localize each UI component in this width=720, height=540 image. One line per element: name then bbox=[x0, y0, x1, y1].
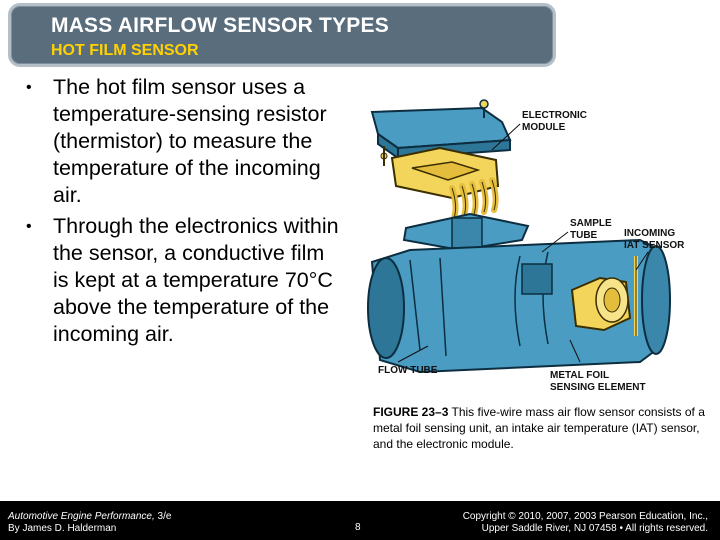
mass-airflow-sensor-illustration: ELECTRONIC MODULE SAMPLE TUBE INCOMING I… bbox=[367, 99, 685, 393]
label-metal-foil-line2: SENSING ELEMENT bbox=[550, 382, 646, 393]
copyright-line2: Upper Saddle River, NJ 07458 • All right… bbox=[481, 523, 708, 534]
leader-lines bbox=[397, 123, 649, 363]
page-number: 8 bbox=[355, 522, 361, 533]
footer-author: By James D. Halderman bbox=[8, 523, 117, 534]
figure-caption: FIGURE 23–3 This five-wire mass air flow… bbox=[373, 404, 707, 452]
flow-tube-body bbox=[367, 238, 671, 374]
footer-copyright: Copyright © 2010, 2007, 2003 Pearson Edu… bbox=[463, 511, 708, 535]
bullet-item: • The hot film sensor uses a temperature-… bbox=[22, 74, 342, 209]
label-sample-tube-line1: SAMPLE bbox=[570, 218, 612, 229]
figure-number: FIGURE 23–3 bbox=[373, 405, 449, 419]
bullet-dot-icon: • bbox=[26, 218, 32, 235]
label-sample-tube-line2: TUBE bbox=[570, 230, 598, 241]
label-metal-foil-line1: METAL FOIL bbox=[550, 370, 609, 381]
footer-edition: 3/e bbox=[154, 511, 172, 522]
label-flow-tube: FLOW TUBE bbox=[378, 365, 438, 376]
figure-caption-text: This five-wire mass air flow sensor cons… bbox=[373, 405, 705, 451]
footer-book-title: Automotive Engine Performance, bbox=[8, 511, 155, 522]
label-iat-line2: IAT SENSOR bbox=[624, 240, 685, 251]
electronic-module-board bbox=[380, 146, 500, 221]
slide-title: MASS AIRFLOW SENSOR TYPES bbox=[51, 14, 389, 37]
bullet-text: The hot film sensor uses a temperature-s… bbox=[53, 75, 327, 207]
label-electronic-module-line1: ELECTRONIC bbox=[522, 110, 587, 121]
footer-book-info: Automotive Engine Performance, 3/e By Ja… bbox=[8, 511, 171, 535]
bullet-item: • Through the electronics within the sens… bbox=[22, 213, 342, 348]
bullet-dot-icon: • bbox=[26, 79, 32, 96]
label-iat-line1: INCOMING bbox=[624, 228, 675, 239]
footer: Automotive Engine Performance, 3/e By Ja… bbox=[0, 501, 720, 540]
slide-subtitle: HOT FILM SENSOR bbox=[51, 42, 199, 59]
bullet-text: Through the electronics within the senso… bbox=[53, 214, 339, 346]
label-electronic-module-line2: MODULE bbox=[522, 122, 566, 133]
title-bar: MASS AIRFLOW SENSOR TYPES HOT FILM SENSO… bbox=[8, 3, 556, 67]
copyright-line1: Copyright © 2010, 2007, 2003 Pearson Edu… bbox=[462, 511, 708, 522]
yellow-sample-tube bbox=[570, 276, 632, 332]
bullet-list: • The hot film sensor uses a temperature-… bbox=[22, 74, 342, 352]
sample-tube-piece bbox=[402, 212, 530, 252]
